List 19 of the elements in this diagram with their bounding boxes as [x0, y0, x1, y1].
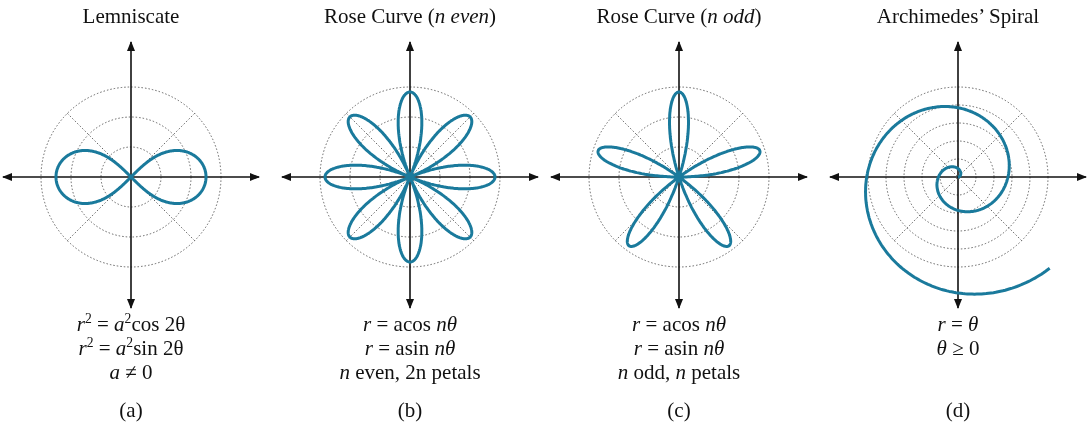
- equation: r = acos nθ: [363, 312, 457, 336]
- equation: r$^{2}$ = a$^{2}$cos 2θ: [76, 312, 186, 336]
- equation: r = asin nθ: [633, 336, 725, 360]
- graph-title: Rose Curve (n odd): [596, 4, 762, 28]
- panel-label: (b): [397, 398, 423, 422]
- equation: r = θ: [937, 312, 979, 336]
- equation: θ ≥ 0: [936, 336, 980, 360]
- panel-label: (d): [945, 398, 971, 422]
- equation: r$^{2}$ = a$^{2}$sin 2θ: [78, 336, 184, 360]
- equation: n even, 2n petals: [339, 360, 481, 384]
- equation: r = asin nθ: [364, 336, 456, 360]
- equation: r = acos nθ: [632, 312, 726, 336]
- panel-label: (a): [119, 398, 143, 422]
- graph-title: Rose Curve (n even): [324, 4, 496, 28]
- graph-title: Archimedes’ Spiral: [876, 4, 1040, 28]
- equation: n odd, n petals: [617, 360, 741, 384]
- equation: a ≠ 0: [109, 360, 153, 384]
- graph-title: Lemniscate: [82, 4, 180, 28]
- panel-label: (c): [667, 398, 691, 422]
